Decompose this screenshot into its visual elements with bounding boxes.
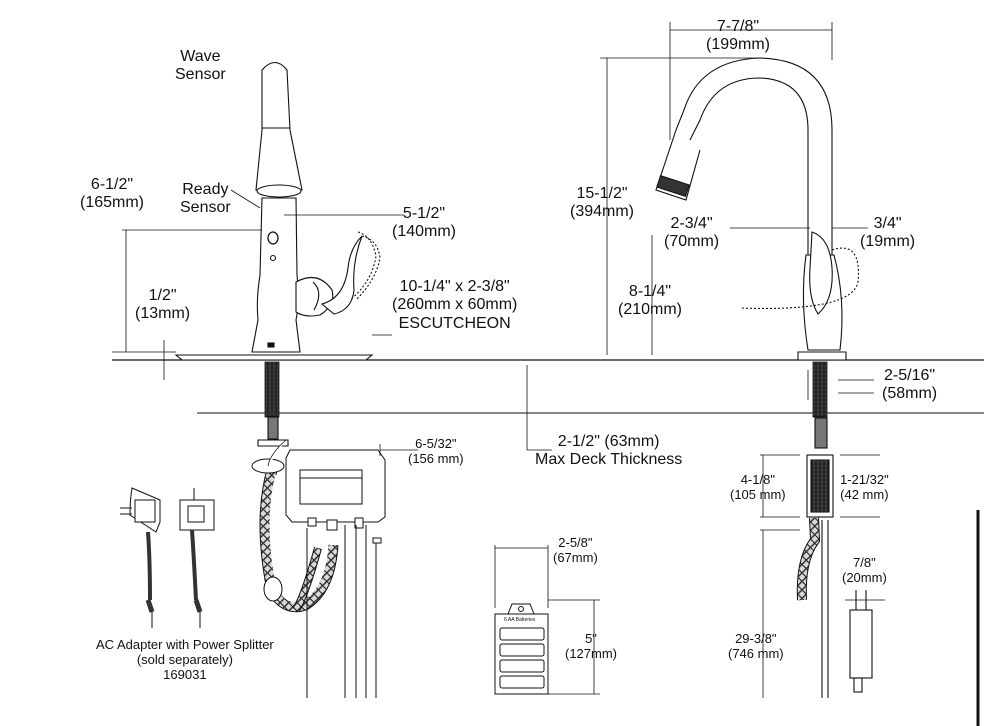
front-view-dimensions [112, 189, 404, 380]
faucet-front-view [174, 61, 381, 447]
battery-box [494, 545, 600, 695]
box-6-5-32-label: 6-5/32"(156 mm) [408, 436, 464, 466]
hose-29-3-8-label: 29-3/8"(746 mm) [728, 631, 784, 661]
ac-adapters [120, 487, 215, 628]
height-6-1-2-label: 6-1/2"(165mm) [80, 176, 145, 212]
reach-5-1-2-label: 5-1/2"(140mm) [392, 205, 457, 241]
faucet-side-view [655, 57, 873, 698]
battery-5-label: 5"(127mm) [565, 631, 618, 661]
deck-thickness-label: 2-1/2" (63mm)Max Deck Thickness [535, 433, 683, 469]
countertop [112, 359, 984, 414]
dim-4-1-8-label: 4-1/8"(105 mm) [730, 472, 786, 502]
control-box [251, 439, 418, 698]
height-15-1-2-label: 15-1/2"(394mm) [570, 185, 635, 221]
dim-1-21-32-label: 1-21/32"(42 mm) [840, 472, 889, 502]
escutcheon-label: 10-1/4" x 2-3/8"(260mm x 60mm)ESCUTCHEON [392, 278, 518, 332]
side-view-dimensions [526, 22, 980, 726]
dim-3-4-label: 3/4"(19mm) [860, 215, 916, 251]
dim-7-8-label: 7/8"(20mm) [842, 555, 887, 585]
battery-2-5-8-label: 2-5/8"(67mm) [553, 535, 598, 565]
base-1-2-label: 1/2"(13mm) [135, 287, 191, 323]
height-8-1-4-label: 8-1/4"(210mm) [618, 283, 683, 319]
shank-2-5-16-label: 2-5/16"(58mm) [882, 367, 938, 403]
ac-adapter-label: AC Adapter with Power Splitter(sold sepa… [96, 637, 274, 682]
width-7-7-8-label: 7-7/8"(199mm) [706, 18, 771, 54]
battery-box-text: 6 AA Batteries [504, 617, 536, 623]
dim-2-3-4-label: 2-3/4"(70mm) [664, 215, 720, 251]
